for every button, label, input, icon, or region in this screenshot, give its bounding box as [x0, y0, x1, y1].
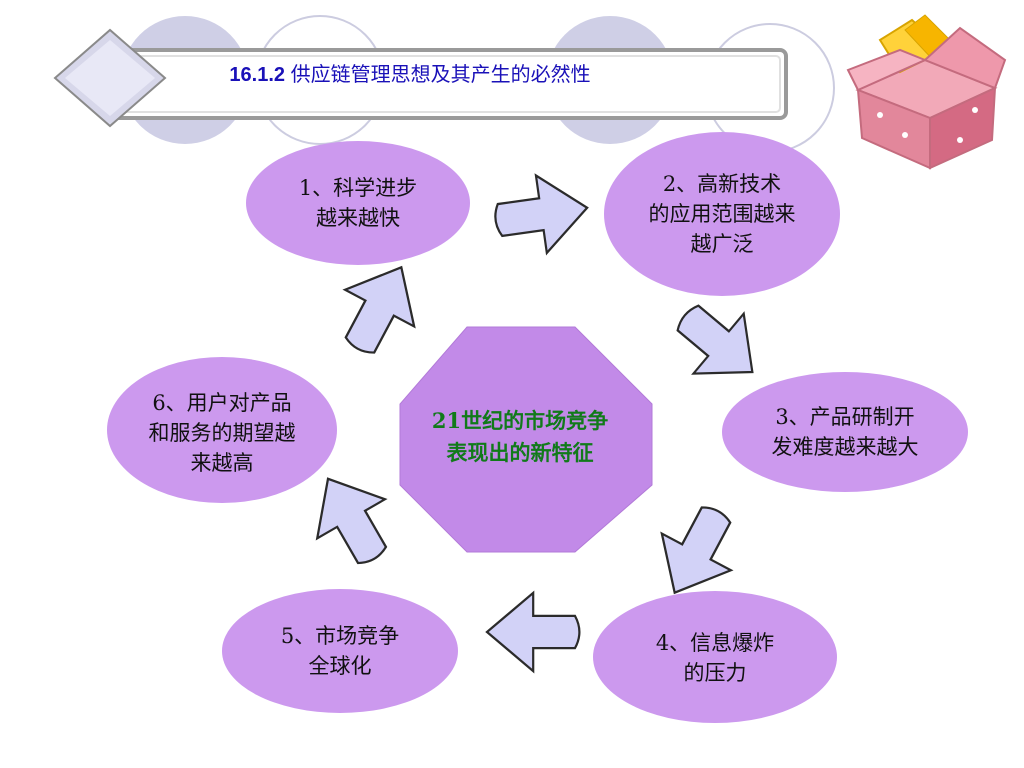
slide-title: 16.1.2 供应链管理思想及其产生的必然性 [150, 62, 670, 88]
arrow-2-to-3 [658, 284, 779, 404]
node-5-ellipse [222, 589, 458, 713]
center-octagon [399, 326, 653, 553]
node-4-ellipse [593, 591, 837, 723]
node-2-text: 2、高新技术 的应用范围越来 越广泛 [648, 172, 796, 256]
center-text: 21世纪的市场竞争 表现出的新特征 [431, 408, 609, 465]
arrow-6-to-1 [322, 247, 437, 369]
banner-decoration [53, 15, 835, 153]
node-1-ellipse [246, 141, 470, 265]
title-number: 16.1.2 [229, 64, 286, 86]
node-3-ellipse [722, 372, 968, 492]
node-2-ellipse [604, 132, 840, 296]
open-gift-box-icon [846, 14, 1007, 170]
node-3-text: 3、产品研制开 发难度越来越大 [771, 405, 919, 459]
title-text: 供应链管理思想及其产生的必然性 [290, 64, 591, 86]
arrow-4-to-5 [485, 591, 581, 673]
node-1-text: 1、科学进步 越来越快 [298, 176, 418, 230]
node-4-text: 4、信息爆炸 的压力 [655, 630, 775, 685]
node-6-text: 6、用户对产品 和服务的期望越 来越高 [148, 390, 296, 475]
arrow-1-to-2 [489, 167, 594, 261]
node-6-ellipse [107, 357, 337, 503]
node-5-text: 5、市场竞争 全球化 [280, 623, 400, 678]
